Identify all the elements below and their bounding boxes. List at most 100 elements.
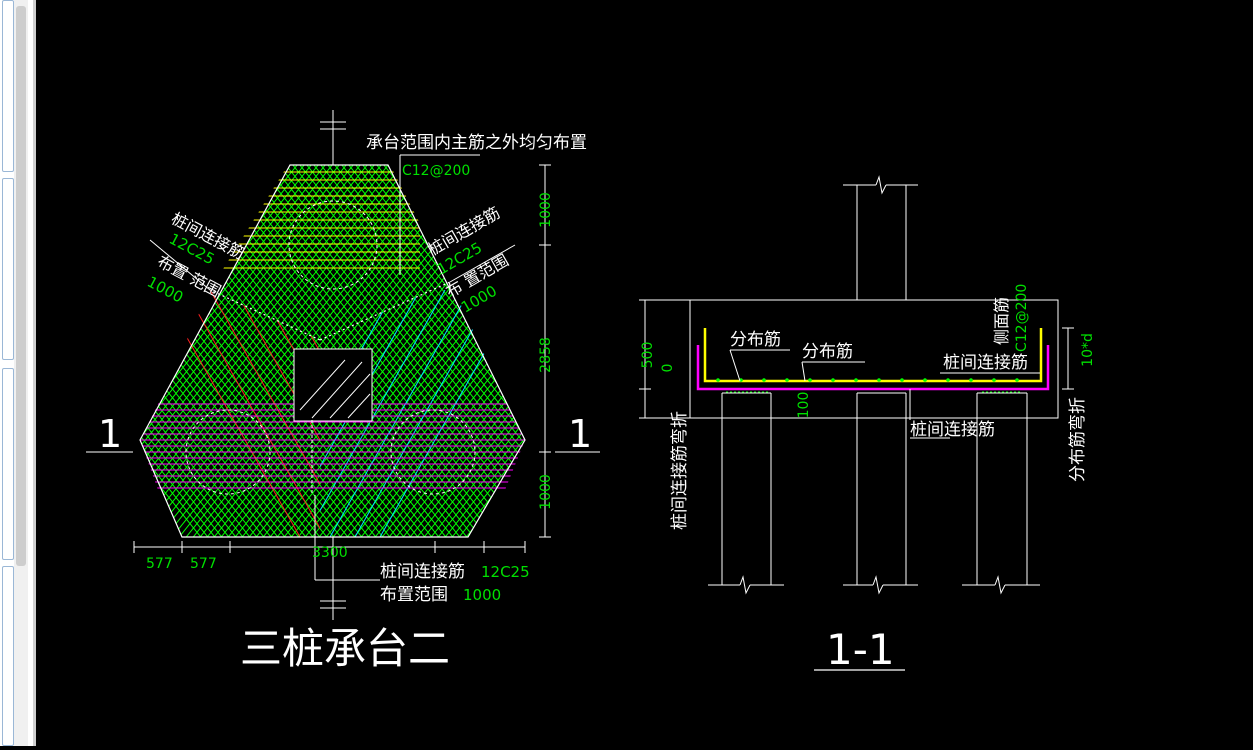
pile-circle-left <box>185 409 271 495</box>
green-rebar <box>140 165 329 537</box>
green-rebar <box>140 165 462 537</box>
green-rebar <box>140 165 525 537</box>
green-rebar <box>140 165 483 537</box>
rebar-dot <box>969 378 973 382</box>
note-top-spec: C12@200 <box>402 163 470 179</box>
pile-conn-bar-section <box>696 345 1050 391</box>
rebar-dot <box>808 378 812 382</box>
note-top: 承台范围内主筋之外均匀布置 <box>366 133 587 153</box>
green-rebar <box>140 165 336 537</box>
rebar-dot <box>946 378 950 382</box>
section-mark-right: 1 <box>555 412 600 456</box>
column-hatch <box>299 359 371 419</box>
cad-canvas[interactable]: 1 1 1000 2858 1000 577 577 3300 <box>36 0 1253 746</box>
bottom-range-val: 1000 <box>463 586 501 604</box>
section-title: 1-1 <box>826 625 895 674</box>
dim-line-vertical <box>539 164 551 538</box>
green-rebar <box>184 165 525 537</box>
section-mark-left: 1 <box>86 412 133 456</box>
left-panel <box>0 0 36 746</box>
pile-circle-right <box>390 409 476 495</box>
cyan-rebar <box>320 289 446 537</box>
centerline-top <box>320 110 346 165</box>
left-vertical-label: 桩间连接筋弯折 <box>670 411 690 530</box>
dist-bar-label-2: 分布筋 <box>802 342 853 362</box>
cap-section-outline <box>689 299 1059 419</box>
green-rebar <box>177 165 525 537</box>
dim-top-label: 1000 <box>538 192 554 228</box>
pile-circle-top <box>288 200 378 290</box>
green-rebar <box>140 165 322 537</box>
dim-line-horizontal <box>133 541 526 553</box>
dim-100: 100 <box>796 392 812 419</box>
pile-conn-bottom-label: 桩间连接筋 <box>910 420 995 440</box>
green-rebar <box>149 165 525 537</box>
green-rebar <box>212 165 525 537</box>
bottom-range: 布置范围 <box>380 585 448 605</box>
piles-section <box>708 392 1040 595</box>
cyan-rebar <box>354 289 496 537</box>
green-rebar <box>140 165 497 537</box>
section-dim-right <box>1062 327 1074 390</box>
green-rebar <box>198 165 525 537</box>
rebar-dot <box>785 378 789 382</box>
rebar-dot <box>716 378 720 382</box>
green-rebar <box>140 165 511 537</box>
rebar-dot <box>900 378 904 382</box>
rebar-dot <box>1015 378 1019 382</box>
section-view: 500 0 100 10*d 分布筋 分布筋 桩间连接筋 桩间连接筋 侧面筋 C… <box>639 175 1096 674</box>
dim-width-label: 3300 <box>312 545 348 561</box>
rebar-dot <box>762 378 766 382</box>
dist-bar-label-1: 分布筋 <box>730 330 781 350</box>
green-rebar <box>140 165 525 537</box>
cyan-rebar <box>379 289 521 537</box>
panel-tab-4[interactable] <box>2 566 14 746</box>
cyan-rebar <box>329 289 471 537</box>
green-rebar <box>205 165 525 537</box>
green-rebar <box>140 165 469 537</box>
section-leaders <box>729 349 1040 439</box>
green-rebar <box>170 165 525 537</box>
connection-boundary <box>209 281 451 341</box>
rebar-dot <box>923 378 927 382</box>
column-section <box>843 175 918 300</box>
rebar-dot <box>877 378 881 382</box>
panel-tab-1[interactable] <box>2 0 14 172</box>
bottom-label: 桩间连接筋 <box>380 562 465 582</box>
green-rebar <box>140 165 315 537</box>
plan-view: 1 1 1000 2858 1000 577 577 3300 <box>86 110 600 673</box>
green-rebar <box>191 165 525 537</box>
green-rebar <box>140 165 448 537</box>
panel-tab-3[interactable] <box>2 368 14 560</box>
green-rebar <box>140 165 490 537</box>
green-rebar <box>163 165 525 537</box>
green-rebar <box>140 165 336 537</box>
rebar-dot <box>831 378 835 382</box>
green-rebar <box>140 165 504 537</box>
green-rebar <box>226 165 525 537</box>
rebar-dots <box>716 378 1019 382</box>
red-rebar <box>209 290 320 537</box>
dim-577-a: 577 <box>146 556 173 572</box>
red-rebar <box>184 290 320 537</box>
drawing-svg: 1 1 1000 2858 1000 577 577 3300 <box>86 110 1096 674</box>
leader-lines <box>149 154 516 291</box>
bottom-spec: 12C25 <box>481 563 530 581</box>
green-rebar <box>140 165 441 537</box>
section-mark-left-label: 1 <box>98 412 122 456</box>
plan-title: 三桩承台二 <box>240 624 450 673</box>
green-rebar <box>156 165 525 537</box>
dist-bar-section <box>703 328 1043 383</box>
rebar-dot <box>854 378 858 382</box>
panel-tab-2[interactable] <box>2 178 14 360</box>
column-outline <box>293 348 373 422</box>
scrollbar-thumb[interactable] <box>16 6 26 566</box>
green-rebar <box>140 165 518 537</box>
green-rebar <box>140 165 329 537</box>
green-rebar <box>142 165 525 537</box>
dim-10d: 10*d <box>1080 333 1096 367</box>
red-rebar <box>259 290 320 537</box>
green-rebar <box>140 165 525 537</box>
green-rebar <box>140 165 455 537</box>
side-spec-label: C12@200 <box>1014 284 1030 352</box>
